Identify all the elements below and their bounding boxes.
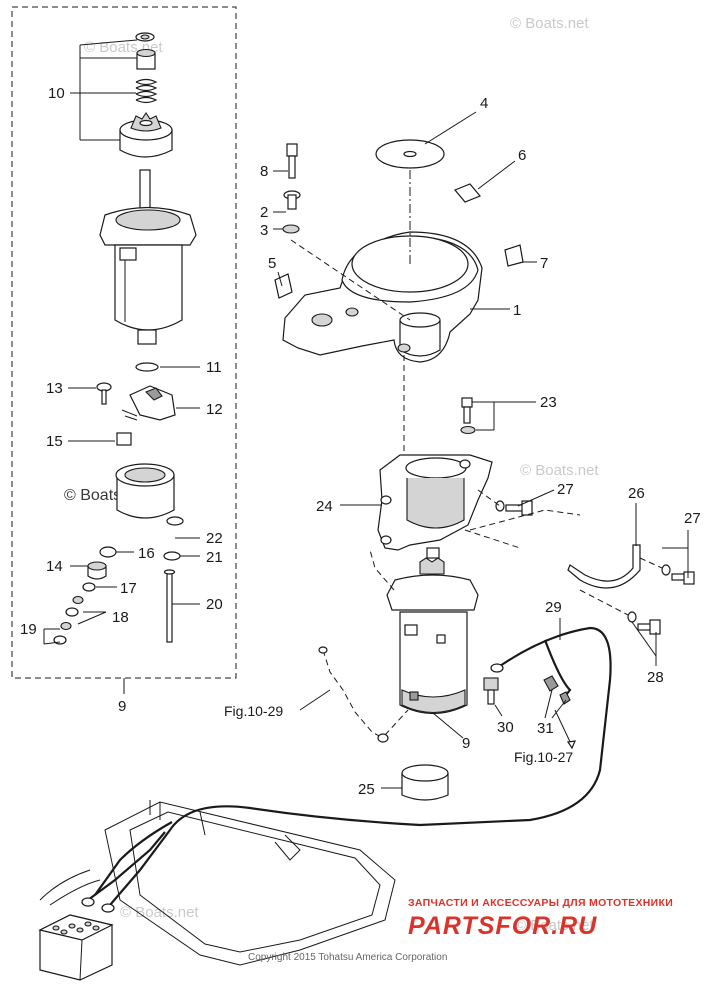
lead-wire (322, 649, 384, 739)
grommet-3 (282, 224, 300, 234)
bolt-30 (483, 677, 499, 705)
brand-tagline: ЗАПЧАСТИ И АКСЕССУАРЫ ДЛЯ МОТОТЕХНИКИ (408, 897, 673, 909)
part-label-16: 16 (138, 545, 155, 562)
starter-bracket (377, 454, 493, 551)
part-label-2: 2 (260, 204, 268, 221)
part-label-26: 26 (628, 485, 645, 502)
starter-motor (386, 547, 479, 714)
starter-motor-kit-view (99, 169, 197, 345)
reference-fig-10-29[interactable]: Fig.10-29 (224, 703, 283, 719)
part-label-23: 23 (540, 394, 557, 411)
grommet-14 (87, 561, 107, 580)
label-7 (504, 244, 524, 267)
terminal-31 (543, 675, 571, 705)
part-label-21: 21 (206, 549, 223, 566)
part-label-4: 4 (480, 95, 488, 112)
part-label-27: 27 (684, 510, 701, 527)
part-label-31: 31 (537, 720, 554, 737)
part-label-30: 30 (497, 719, 514, 736)
part-label-9-kit: 9 (118, 698, 126, 715)
copyright-notice: Copyright 2015 Tohatsu America Corporati… (248, 952, 447, 963)
brand-name[interactable]: PARTSFOR.RU (408, 912, 597, 940)
boat-frame-outline (39, 800, 396, 966)
bolt-23 (460, 397, 476, 435)
part-label-5: 5 (268, 255, 276, 272)
part-label-29: 29 (545, 599, 562, 616)
terminal-15 (116, 432, 132, 446)
bolt-27-right (661, 564, 695, 585)
yoke-housing (115, 463, 175, 519)
starter-band (567, 544, 641, 589)
battery-cable (109, 626, 612, 906)
washer (163, 551, 181, 561)
bolt-27-upper (495, 500, 533, 516)
part-label-3: 3 (260, 222, 268, 239)
washer (166, 516, 184, 526)
bolt-13 (96, 382, 112, 405)
ground-cable (87, 831, 166, 901)
part-label-8: 8 (260, 163, 268, 180)
part-label-13: 13 (46, 380, 63, 397)
part-label-10: 10 (48, 85, 65, 102)
watermark: © Boats.net (120, 904, 199, 921)
part-label-1: 1 (513, 302, 521, 319)
part-label-6: 6 (518, 147, 526, 164)
label-6 (454, 183, 481, 203)
part-label-9: 9 (462, 735, 470, 752)
part-label-17: 17 (120, 580, 137, 597)
watermark: © Boats.net (515, 917, 594, 934)
rubber-sleeve (401, 764, 449, 801)
starter-kit-boundary (11, 6, 237, 679)
part-label-18: 18 (112, 609, 129, 626)
bolt-28 (627, 611, 661, 635)
washer (135, 362, 159, 372)
pinion-assembly (119, 32, 173, 158)
washer (99, 546, 117, 558)
through-bolt (166, 571, 173, 643)
part-label-14: 14 (46, 558, 63, 575)
part-label-15: 15 (46, 433, 63, 450)
part-label-19: 19 (20, 621, 37, 638)
part-label-25: 25 (358, 781, 375, 798)
part-label-27: 27 (557, 481, 574, 498)
plate-4 (375, 139, 445, 169)
nuts-washers-18-19 (53, 595, 84, 645)
label-5 (274, 273, 293, 299)
brush-holder (121, 385, 176, 421)
part-label-20: 20 (206, 596, 223, 613)
part-label-12: 12 (206, 401, 223, 418)
part-label-24: 24 (316, 498, 333, 515)
part-label-11: 11 (206, 359, 222, 376)
reference-fig-10-27[interactable]: Fig.10-27 (514, 749, 573, 765)
bolt-8 (286, 143, 298, 179)
watermark: © Boats.net (520, 462, 599, 479)
part-label-28: 28 (647, 669, 664, 686)
battery (38, 914, 114, 981)
part-label-7: 7 (540, 255, 548, 272)
nut (82, 582, 96, 592)
watermark: © Boats.net (510, 15, 589, 32)
part-label-22: 22 (206, 530, 223, 547)
flywheel-cover (282, 231, 483, 363)
collar-2 (283, 190, 301, 210)
